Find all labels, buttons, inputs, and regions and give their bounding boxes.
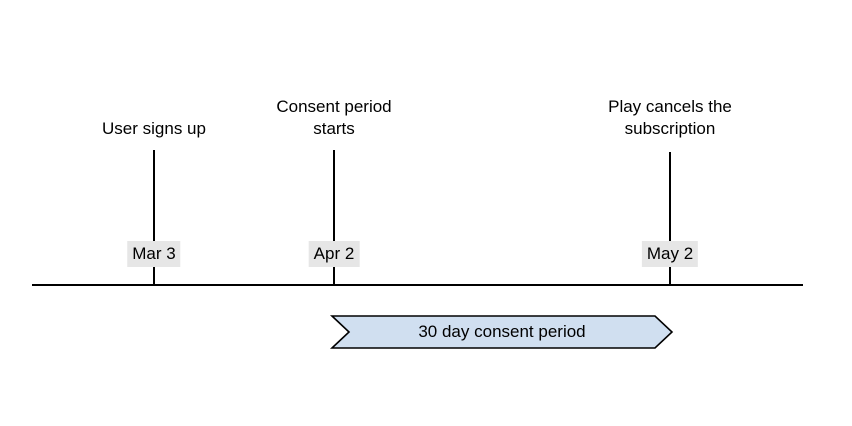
- event-label-line1: Play cancels the: [608, 97, 732, 116]
- event-tick-signup: [153, 150, 155, 285]
- chevron-arrow-icon: [329, 315, 674, 349]
- event-date-chip-consent-start: Apr 2: [308, 241, 360, 267]
- event-label-play-cancels: Play cancels the subscription: [608, 96, 732, 140]
- event-date-chip-play-cancels: May 2: [641, 241, 699, 267]
- event-date-chip-signup: Mar 3: [127, 241, 181, 267]
- consent-period-banner: 30 day consent period: [329, 315, 674, 349]
- event-label-line1: Consent period: [276, 97, 392, 116]
- event-label-line2: starts: [313, 119, 355, 138]
- event-label-line2: subscription: [624, 119, 716, 138]
- event-label-signup: User signs up: [102, 118, 206, 140]
- chevron-banner-shape: [329, 315, 674, 349]
- timeline-axis: [32, 284, 803, 286]
- event-label-consent-start: Consent period starts: [276, 96, 391, 140]
- event-label-line1: User signs up: [102, 119, 206, 138]
- event-tick-play-cancels: [669, 152, 671, 285]
- event-tick-consent-start: [333, 150, 335, 285]
